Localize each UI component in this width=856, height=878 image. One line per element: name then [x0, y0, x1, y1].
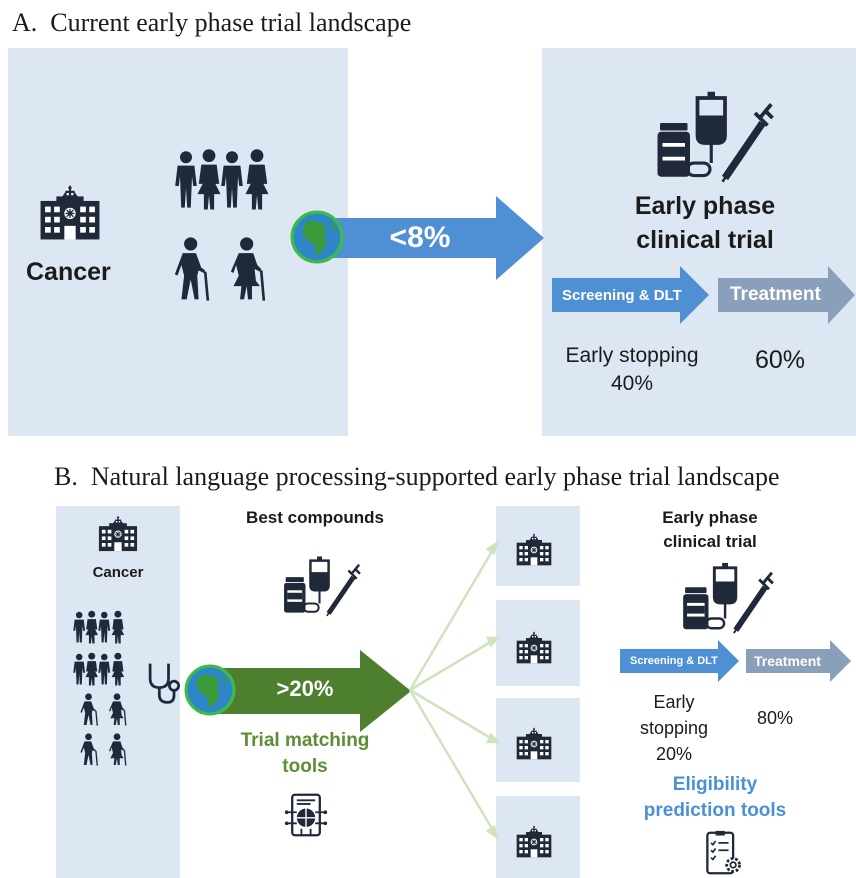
screening-label-a: Screening & DLT [562, 287, 682, 304]
fan-lines [408, 540, 500, 840]
globe-icon [184, 664, 236, 716]
trial-title-a-line1: Early phase [634, 192, 776, 220]
hospital-icon [36, 176, 104, 244]
trial-title-a-line2: clinical trial [636, 226, 774, 254]
screening-label-b: Screening & DLT [630, 655, 718, 667]
hospital-icon [96, 510, 140, 554]
treatment-value-a: 60% [754, 346, 806, 374]
people-icon [73, 652, 125, 686]
screening-arrow-a [552, 266, 709, 324]
early-stopping-label-a: Early stopping [565, 344, 699, 367]
treatment-arrow-b [746, 640, 851, 682]
cancer-label-a: Cancer [26, 258, 111, 286]
arrow-value-a: <8% [389, 221, 451, 254]
screening-arrow-b [620, 640, 739, 682]
green-arrow [200, 650, 411, 732]
eligibility-line2: prediction tools [643, 800, 787, 821]
section-b-title: B. Natural language processing-supported… [54, 462, 780, 491]
hospital-icon [514, 528, 554, 568]
elderly-people-icon [173, 236, 266, 302]
eligibility-line1: Eligibility [672, 774, 758, 795]
drug-bag-syringe-icon [678, 560, 778, 638]
early-stopping-value-a: 40% [610, 372, 654, 395]
checklist-gear-icon [700, 830, 746, 876]
drug-bag-syringe-icon [280, 554, 364, 620]
section-a-title: A. Current early phase trial landscape [12, 8, 412, 37]
trial-matching-line2: tools [282, 756, 328, 777]
trial-matching-line1: Trial matching [240, 730, 370, 751]
elderly-people-icon [79, 692, 127, 727]
trial-title-b-line2: clinical trial [663, 532, 757, 551]
ai-document-icon [283, 792, 329, 838]
hospital-icon [514, 626, 554, 666]
stethoscope-icon [144, 660, 182, 706]
elderly-people-icon [79, 732, 127, 767]
blue-arrow [310, 196, 544, 280]
trial-title-b-line1: Early phase [662, 508, 758, 527]
early-line1-b: Early [653, 692, 695, 712]
arrow-value-b: >20% [276, 676, 334, 701]
treatment-label-b: Treatment [754, 653, 821, 669]
early-value-b: 20% [655, 744, 693, 764]
best-compounds-label: Best compounds [246, 508, 384, 527]
people-icon [73, 610, 125, 644]
early-line2-b: stopping [639, 718, 709, 738]
people-icon [175, 149, 269, 210]
globe-icon [290, 210, 344, 264]
drug-bag-syringe-icon [650, 88, 780, 188]
hospital-icon [514, 722, 554, 762]
hospital-icon [514, 820, 554, 860]
treatment-value-b: 80% [756, 708, 794, 728]
treatment-arrow-a [718, 266, 855, 324]
cancer-label-b: Cancer [92, 564, 144, 581]
treatment-label-a: Treatment [730, 284, 821, 305]
